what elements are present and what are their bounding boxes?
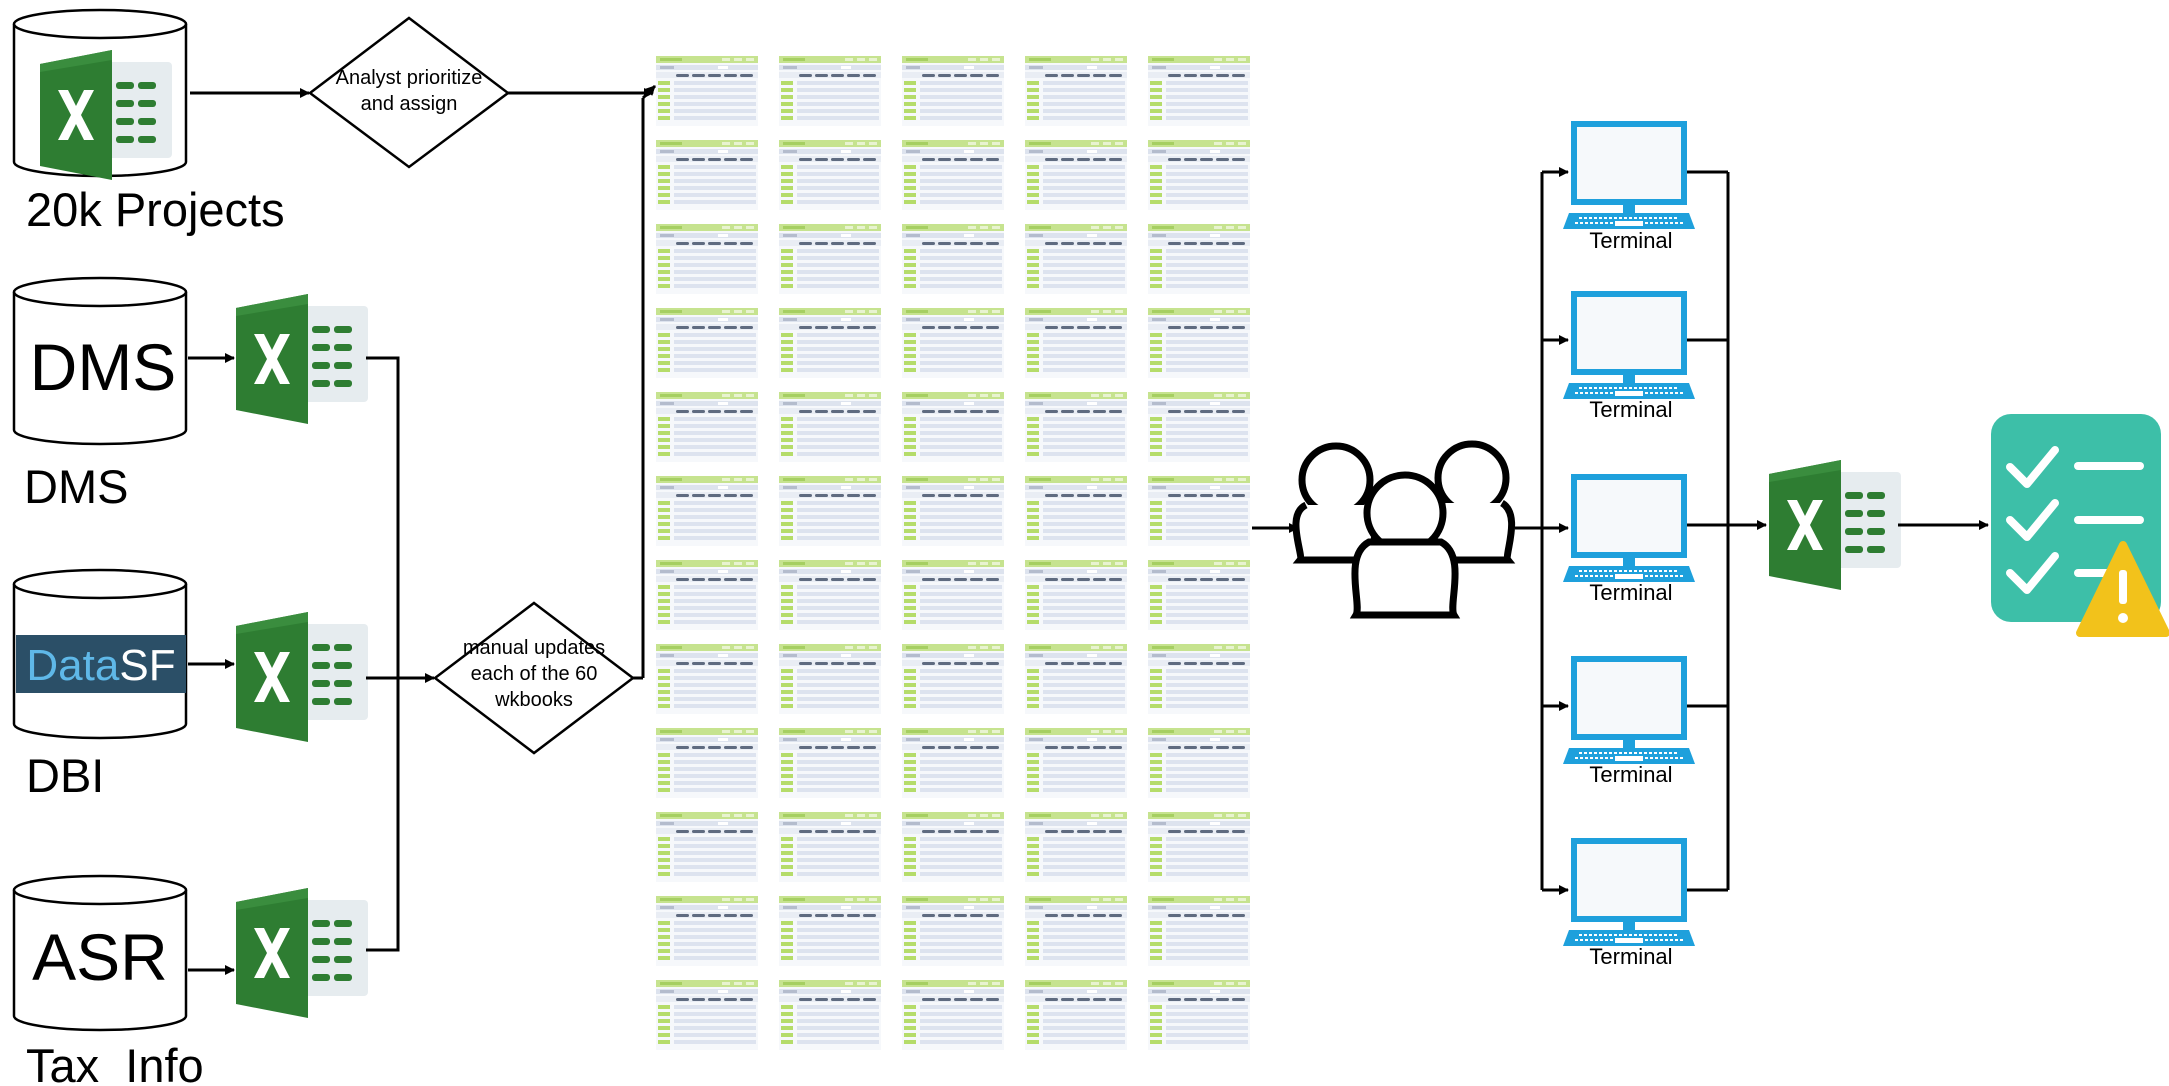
terminal-label-1: Terminal xyxy=(1589,228,1672,253)
workbook-thumbnail-icon xyxy=(902,812,1004,882)
workbook-thumbnail-icon xyxy=(1025,308,1127,378)
dms-label: DMS xyxy=(24,460,128,513)
workbook-thumbnail-icon xyxy=(1025,728,1127,798)
workbook-thumbnail-icon xyxy=(1148,308,1250,378)
workbook-thumbnail-icon xyxy=(656,56,758,126)
workbook-thumbnail-icon xyxy=(656,560,758,630)
workbook-thumbnail-icon xyxy=(902,896,1004,966)
asr-db-text: ASR xyxy=(32,920,168,994)
workbook-thumbnail-icon xyxy=(656,644,758,714)
workbook-thumbnail-icon xyxy=(1025,392,1127,462)
excel-icon xyxy=(236,612,368,742)
workbook-thumbnail-icon xyxy=(902,644,1004,714)
workbook-thumbnail-icon xyxy=(902,224,1004,294)
workbook-thumbnail-icon xyxy=(902,728,1004,798)
workbook-thumbnail-icon xyxy=(656,392,758,462)
manual-update-diamond: manual updates each of the 60 wkbooks xyxy=(432,601,636,755)
workbook-thumbnail-icon xyxy=(902,560,1004,630)
workbook-thumbnail-icon xyxy=(779,476,881,546)
prioritize-diamond: Analyst prioritize and assign xyxy=(307,16,511,169)
workbook-grid xyxy=(656,56,1250,1050)
warning-icon xyxy=(2076,541,2169,637)
workbook-thumbnail-icon xyxy=(1025,980,1127,1050)
workbook-thumbnail-icon xyxy=(779,896,881,966)
workbook-thumbnail-icon xyxy=(1148,392,1250,462)
connectors-terminals xyxy=(1515,167,1767,895)
workbook-thumbnail-icon xyxy=(779,812,881,882)
workbook-thumbnail-icon xyxy=(656,896,758,966)
workbook-thumbnail-icon xyxy=(1148,56,1250,126)
workbook-thumbnail-icon xyxy=(902,308,1004,378)
terminal-label-5: Terminal xyxy=(1589,944,1672,969)
manual-update-text-line2: each of the 60 xyxy=(471,663,598,685)
workbook-thumbnail-icon xyxy=(1025,896,1127,966)
workbook-thumbnail-icon xyxy=(1025,56,1127,126)
workbook-thumbnail-icon xyxy=(779,560,881,630)
dms-database xyxy=(12,276,188,446)
workbook-thumbnail-icon xyxy=(779,140,881,210)
dbi-label: DBI xyxy=(26,749,104,802)
laptop-terminal-icon xyxy=(1562,655,1696,765)
workbook-thumbnail-icon xyxy=(779,392,881,462)
dms-db-text: DMS xyxy=(30,330,177,404)
workbook-thumbnail-icon xyxy=(1025,140,1127,210)
prioritize-text-line1: Analyst prioritize xyxy=(336,67,483,89)
workbook-thumbnail-icon xyxy=(1025,560,1127,630)
asr-label: Tax Info xyxy=(26,1039,204,1086)
laptop-terminal-icon xyxy=(1562,290,1696,400)
workbook-thumbnail-icon xyxy=(1148,560,1250,630)
workbook-thumbnail-icon xyxy=(656,224,758,294)
connectors-left xyxy=(188,84,657,975)
workbook-thumbnail-icon xyxy=(902,476,1004,546)
workbook-thumbnail-icon xyxy=(1148,896,1250,966)
workbook-thumbnail-icon xyxy=(902,140,1004,210)
users-group-icon xyxy=(1292,440,1516,619)
terminal-label-3: Terminal xyxy=(1589,580,1672,605)
workbook-thumbnail-icon xyxy=(1148,644,1250,714)
workbook-thumbnail-icon xyxy=(1025,812,1127,882)
manual-update-text-line3: wkbooks xyxy=(494,689,573,711)
workbook-thumbnail-icon xyxy=(1025,644,1127,714)
workbook-thumbnail-icon xyxy=(779,56,881,126)
laptop-terminal-icon xyxy=(1562,473,1696,583)
workbook-thumbnail-icon xyxy=(902,980,1004,1050)
workbook-thumbnail-icon xyxy=(656,728,758,798)
asr-database xyxy=(12,874,188,1032)
workbook-thumbnail-icon xyxy=(1148,224,1250,294)
workbook-thumbnail-icon xyxy=(656,140,758,210)
workbook-thumbnail-icon xyxy=(779,644,881,714)
projects-label: 20k Projects xyxy=(26,183,285,236)
workbook-thumbnail-icon xyxy=(656,812,758,882)
laptop-terminal-icon xyxy=(1562,837,1696,947)
datasf-logo-text: DataSF xyxy=(26,641,175,690)
excel-icon xyxy=(236,888,368,1018)
workbook-thumbnail-icon xyxy=(656,980,758,1050)
laptop-terminal-icon xyxy=(1562,120,1696,230)
workbook-thumbnail-icon xyxy=(656,308,758,378)
workbook-thumbnail-icon xyxy=(1025,224,1127,294)
workbook-thumbnail-icon xyxy=(1148,980,1250,1050)
workbook-thumbnail-icon xyxy=(902,56,1004,126)
workbook-thumbnail-icon xyxy=(902,392,1004,462)
datasf-logo xyxy=(16,635,186,693)
workbook-thumbnail-icon xyxy=(1025,476,1127,546)
workbook-thumbnail-icon xyxy=(779,224,881,294)
prioritize-text-line2: and assign xyxy=(361,93,458,115)
terminal-label-2: Terminal xyxy=(1589,397,1672,422)
workbook-thumbnail-icon xyxy=(1148,728,1250,798)
workbook-thumbnail-icon xyxy=(1148,476,1250,546)
excel-icon xyxy=(1769,460,1901,590)
manual-update-text-line1: manual updates xyxy=(463,637,605,659)
workbook-thumbnail-icon xyxy=(779,308,881,378)
workbook-thumbnail-icon xyxy=(1148,140,1250,210)
workbook-thumbnail-icon xyxy=(779,728,881,798)
workbook-thumbnail-icon xyxy=(1148,812,1250,882)
excel-icon xyxy=(236,294,368,424)
workbook-thumbnail-icon xyxy=(779,980,881,1050)
workbook-thumbnail-icon xyxy=(656,476,758,546)
terminal-label-4: Terminal xyxy=(1589,762,1672,787)
